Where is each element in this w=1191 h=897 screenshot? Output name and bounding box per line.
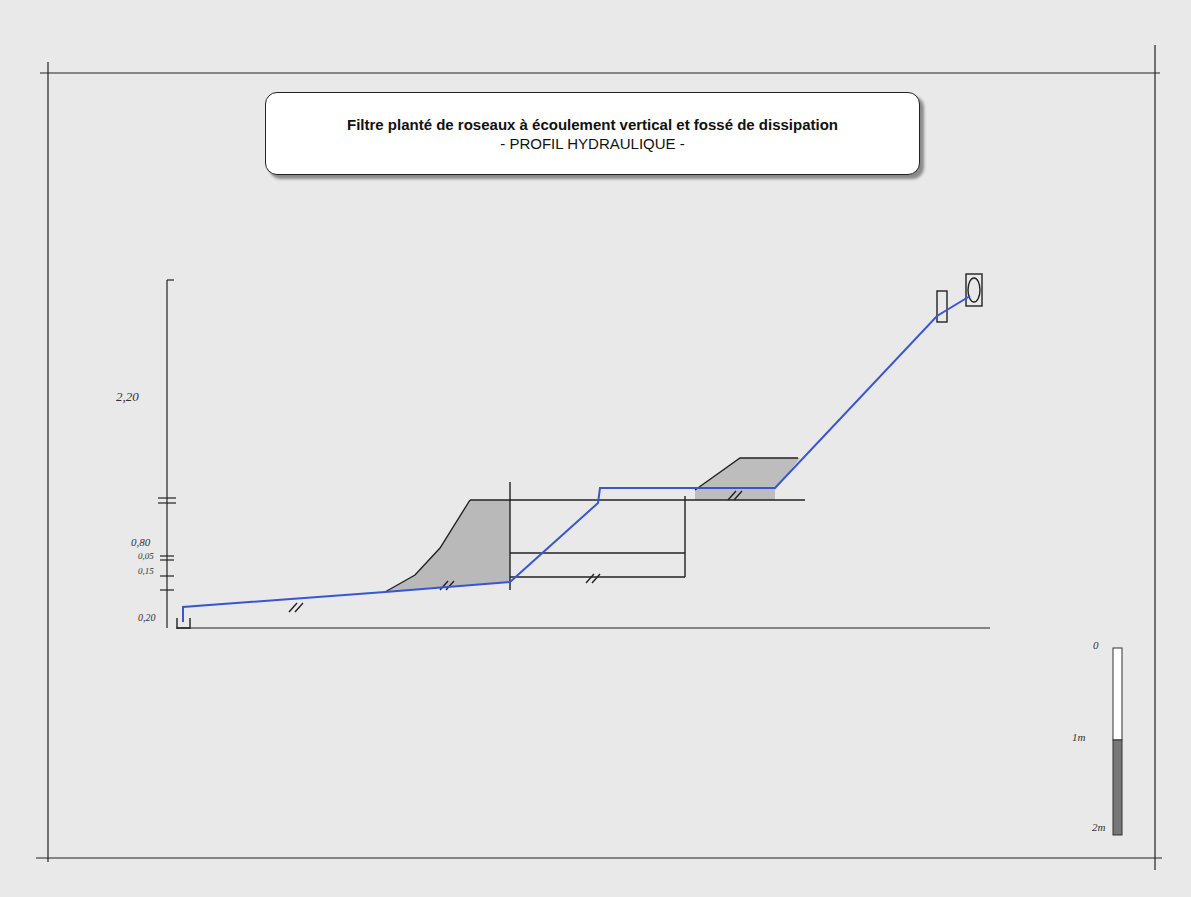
dimension-label: 2,20 (116, 390, 139, 403)
dimension-label: 0,20 (138, 613, 156, 623)
subtitle-text: - PROFIL HYDRAULIQUE - (282, 135, 903, 152)
scale-label: 1m (1072, 732, 1085, 743)
dimension-label: 0,80 (131, 537, 150, 548)
title-text: Filtre planté de roseaux à écoulement ve… (282, 116, 903, 133)
scale-label: 2m (1092, 822, 1105, 833)
dimension-label: 0,15 (138, 567, 154, 576)
dimension-label: 0,05 (138, 552, 154, 561)
title-box: Filtre planté de roseaux à écoulement ve… (265, 92, 920, 175)
scale-label: 0 (1093, 640, 1099, 651)
